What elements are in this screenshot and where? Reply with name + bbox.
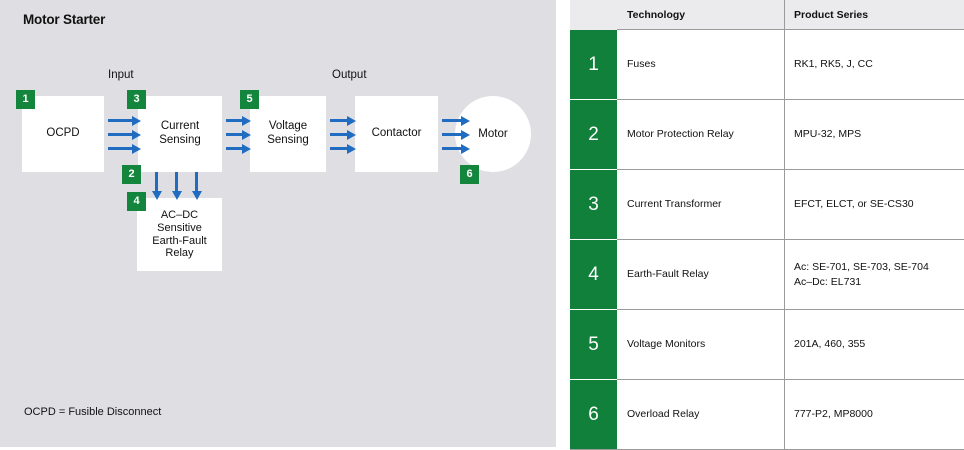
row-product-series: EFCT, ELCT, or SE-CS30 [785,170,964,240]
row-technology: Voltage Monitors [617,310,785,380]
arrow-right-icon [108,133,133,136]
row-product-series: 201A, 460, 355 [785,310,964,380]
table-row: 1 Fuses RK1, RK5, J, CC [570,30,964,100]
row-number: 5 [570,310,617,380]
block-contactor: Contactor [355,96,438,172]
row-number: 4 [570,240,617,310]
product-series-line: 201A, 460, 355 [794,337,964,351]
output-label: Output [332,69,367,81]
callout-badge-1[interactable]: 1 [16,90,35,109]
arrow-right-icon [226,119,243,122]
row-product-series: MPU-32, MPS [785,100,964,170]
arrow-down-icon [195,172,198,192]
table-body: 1 Fuses RK1, RK5, J, CC 2 Motor Protecti… [570,30,964,450]
product-series-line: 777-P2, MP8000 [794,407,964,421]
callout-badge-6[interactable]: 6 [460,165,479,184]
arrows-current-sensing-to-voltage-sensing [226,119,243,150]
table-row: 2 Motor Protection Relay MPU-32, MPS [570,100,964,170]
row-number: 1 [570,30,617,100]
row-product-series: 777-P2, MP8000 [785,380,964,450]
row-number: 6 [570,380,617,450]
product-series-line: EFCT, ELCT, or SE-CS30 [794,197,964,211]
page-title: Motor Starter [23,12,105,27]
product-series-line: RK1, RK5, J, CC [794,57,964,71]
arrow-right-icon [226,133,243,136]
block-contactor-label: Contactor [372,127,422,141]
technology-product-table: Technology Product Series 1 Fuses RK1, R… [570,0,964,447]
input-label: Input [108,69,134,81]
block-ocpd-label: OCPD [46,127,79,141]
arrow-down-icon [155,172,158,192]
column-header-product-series: Product Series [785,0,964,30]
row-technology: Earth-Fault Relay [617,240,785,310]
column-header-technology: Technology [617,0,785,30]
product-series-line: Ac–Dc: EL731 [794,275,964,289]
table-row: 3 Current Transformer EFCT, ELCT, or SE-… [570,170,964,240]
arrow-right-icon [330,147,348,150]
arrow-right-icon [330,119,348,122]
row-number: 3 [570,170,617,240]
table-header-row: Technology Product Series [570,0,964,30]
arrow-right-icon [108,119,133,122]
callout-badge-5[interactable]: 5 [240,90,259,109]
product-series-line: MPU-32, MPS [794,127,964,141]
row-technology: Fuses [617,30,785,100]
arrows-ocpd-to-current-sensing [108,119,133,150]
arrows-current-sensing-to-earth-fault-relay [150,172,210,198]
callout-badge-3[interactable]: 3 [127,90,146,109]
arrows-voltage-sensing-to-contactor [330,119,348,150]
arrow-right-icon [442,147,462,150]
arrow-right-icon [442,133,462,136]
callout-badge-4[interactable]: 4 [127,192,146,211]
arrow-right-icon [108,147,133,150]
diagram-footnote: OCPD = Fusible Disconnect [24,406,161,418]
row-technology: Current Transformer [617,170,785,240]
arrow-right-icon [330,133,348,136]
table-row: 4 Earth-Fault Relay Ac: SE-701, SE-703, … [570,240,964,310]
row-product-series: RK1, RK5, J, CC [785,30,964,100]
block-motor-label: Motor [478,128,507,140]
product-series-line: Ac: SE-701, SE-703, SE-704 [794,260,964,274]
table-row: 6 Overload Relay 777-P2, MP8000 [570,380,964,450]
row-technology: Overload Relay [617,380,785,450]
row-technology: Motor Protection Relay [617,100,785,170]
arrow-down-icon [175,172,178,192]
row-number: 2 [570,100,617,170]
callout-badge-2[interactable]: 2 [122,165,141,184]
table-row: 5 Voltage Monitors 201A, 460, 355 [570,310,964,380]
arrows-contactor-to-motor [442,119,462,150]
arrow-right-icon [442,119,462,122]
column-header-number [570,0,617,30]
arrow-right-icon [226,147,243,150]
